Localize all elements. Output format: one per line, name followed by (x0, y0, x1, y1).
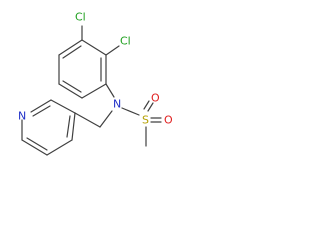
atom-n-amine: N (113, 98, 121, 111)
bond-ch2-pyridine (74, 112, 101, 128)
atom-s-sulfonyl: S (142, 114, 149, 127)
atom-cl-ortho: Cl (120, 35, 131, 48)
molecule-structure-diagram: Cl Cl N S O O N (18, 11, 173, 156)
atom-o-upper: O (151, 92, 160, 105)
bond-c3-n (105, 83, 115, 98)
bond-c3-c4 (81, 83, 107, 99)
bond-py-c4-c3 (71, 112, 76, 141)
atom-n-pyridine: N (18, 110, 26, 123)
bond-py-c4-c3-inner (66, 115, 71, 138)
atom-label-layer: Cl Cl N S O O N (18, 11, 173, 127)
bond-py-c6-c5 (21, 139, 48, 156)
bond-c6-c1 (58, 39, 83, 56)
bond-layer (21, 25, 162, 156)
bond-c2-cl (105, 45, 120, 56)
bond-s-o-upper-a (143, 100, 150, 110)
bond-py-c2-n1 (30, 99, 52, 113)
atom-cl-top: Cl (75, 11, 86, 24)
bond-py-c2-n1-inner (32, 105, 51, 117)
bond-py-c3-c2 (50, 99, 76, 114)
bond-n-ch2 (99, 110, 113, 128)
bond-s-o-upper-b (147, 102, 154, 112)
bond-c4-c5-inner (62, 80, 82, 93)
bond-c1-c2 (81, 39, 107, 56)
bond-py-c6-c5-inner (26, 137, 48, 151)
atom-o-lower: O (164, 114, 173, 127)
bond-c6-c1-inner (62, 45, 82, 59)
bond-c4-c5 (58, 83, 83, 99)
bond-n-s (121, 107, 140, 116)
bond-py-c5-c4 (46, 139, 73, 156)
